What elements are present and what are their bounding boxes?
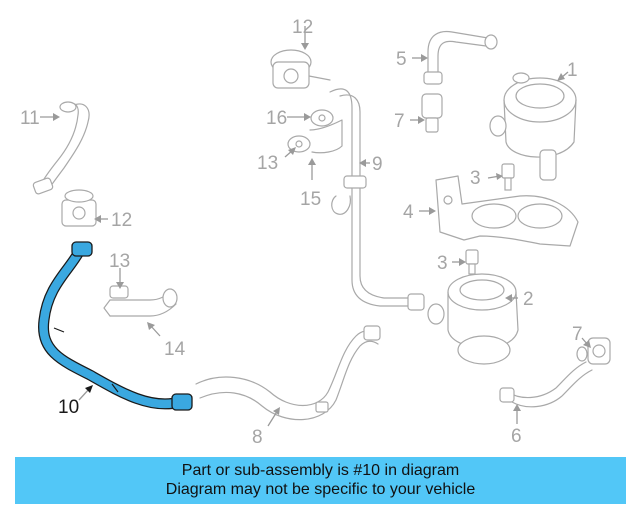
part-10-hose-highlighted [38,241,193,411]
upper-pipe [309,119,343,154]
part-5-hose [423,30,498,85]
label-11: 11 [20,108,40,129]
label-12-left: 12 [111,210,132,231]
label-7-top: 7 [394,111,405,132]
label-6: 6 [511,426,522,447]
info-banner: Part or sub-assembly is #10 in diagram D… [15,457,626,504]
part-12-valve-top [270,49,331,89]
leader-lines [40,26,591,427]
label-2: 2 [523,289,534,310]
label-10: 10 [58,397,79,418]
part-7-valve-lower [576,337,611,365]
part-11-hose [32,101,90,195]
part-9-pipe [329,88,425,311]
label-7-lower: 7 [572,324,583,345]
part-8-hose [195,325,381,421]
part-15-clip [331,195,351,215]
label-9: 9 [372,154,383,175]
callout-labels: 1 2 3 3 4 5 6 7 7 8 9 10 11 12 12 13 13 … [20,17,583,448]
label-3-top: 3 [470,168,481,189]
part-4-bracket [435,175,579,247]
label-1: 1 [567,60,578,81]
label-13-left: 13 [109,251,130,272]
label-14: 14 [164,339,186,360]
label-8: 8 [252,427,263,448]
label-16: 16 [266,108,287,129]
label-5: 5 [396,49,407,70]
banner-line-1: Part or sub-assembly is #10 in diagram [181,462,460,479]
part-14-pipe [103,285,178,317]
label-4: 4 [403,202,414,223]
part-1-pump [489,72,577,181]
banner-line-2: Diagram may not be specific to your vehi… [165,481,476,498]
parts-diagram: 1 2 3 3 4 5 6 7 7 8 9 10 11 12 12 13 13 … [20,17,611,448]
part-6-hose [499,361,593,408]
part-7-sensor-top [421,93,443,133]
part-12-valve-left [61,189,97,227]
part-3-fitting-top [501,163,515,191]
label-15: 15 [300,189,321,210]
part-2-pump [427,273,519,365]
label-13-top: 13 [257,153,278,174]
label-3-lower: 3 [437,253,448,274]
part-3-fitting-lower [465,249,479,275]
part-16-gasket [310,109,334,127]
label-12-top: 12 [292,17,313,38]
